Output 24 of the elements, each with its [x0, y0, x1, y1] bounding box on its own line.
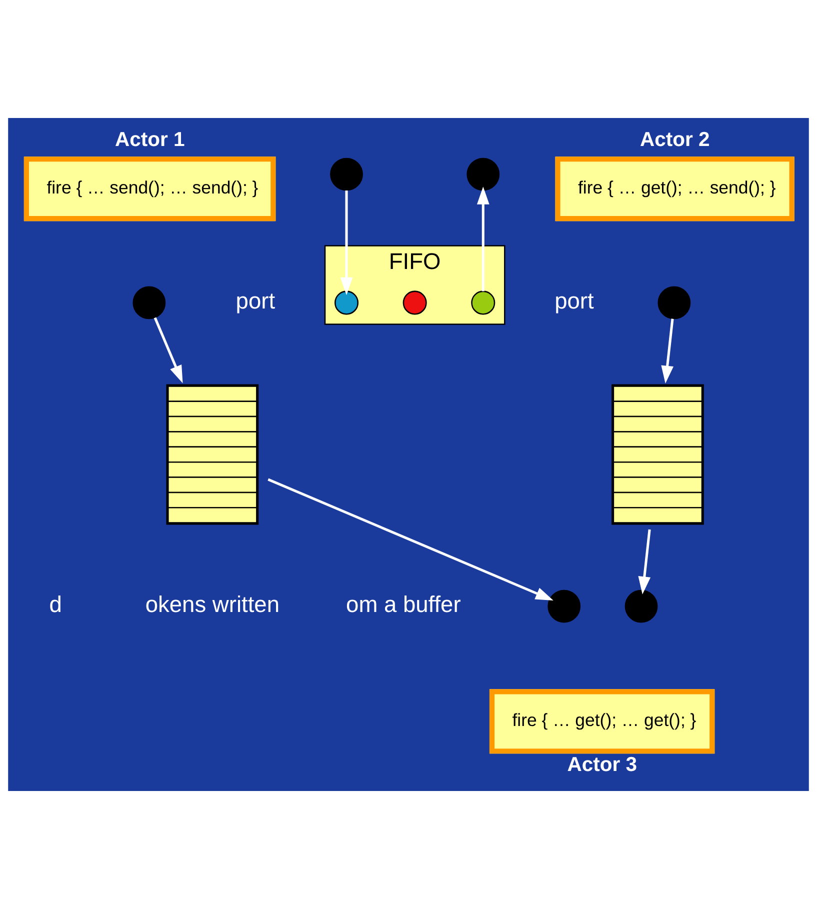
arrow — [154, 317, 183, 384]
label: port — [554, 287, 594, 314]
node-circle — [466, 158, 500, 191]
node-label: Actor 2 — [640, 129, 710, 152]
arrow — [476, 186, 490, 292]
node-circle — [334, 290, 359, 315]
cluster: FIFO — [324, 245, 506, 325]
node-circle — [132, 286, 166, 320]
node-circle — [548, 590, 581, 623]
label: om a buffer — [346, 590, 461, 617]
label: okens written — [145, 590, 280, 617]
arrow — [268, 478, 554, 600]
label: port — [236, 287, 276, 314]
arrow — [661, 318, 674, 384]
node-circle — [330, 158, 363, 191]
node-circle — [658, 286, 691, 320]
node-circle — [624, 590, 658, 623]
node-circle — [402, 290, 427, 315]
arrow — [638, 529, 651, 594]
arrow — [340, 190, 353, 296]
node-circle — [471, 290, 496, 315]
node-label: Actor 1 — [115, 129, 185, 152]
node-label: Actor 3 — [567, 754, 637, 776]
label: d — [49, 590, 62, 617]
